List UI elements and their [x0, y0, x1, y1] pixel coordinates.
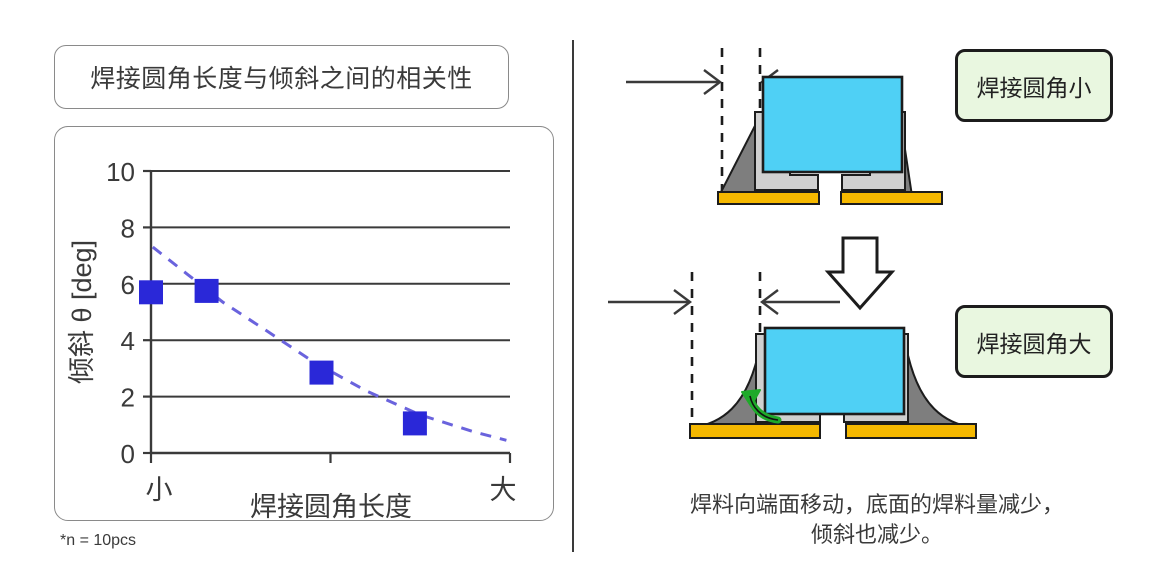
diagram-large-fillet [608, 272, 977, 439]
pad-right-bottom [845, 423, 977, 439]
component-body-bottom [763, 326, 906, 416]
x-tick-label-small: 小 [146, 475, 173, 505]
trendline [151, 245, 507, 442]
data-point-marker [194, 278, 219, 303]
chart-title-box: 焊接圆角长度与倾斜之间的相关性 [54, 45, 509, 109]
data-point-marker [139, 280, 163, 305]
chart-title: 焊接圆角长度与倾斜之间的相关性 [90, 65, 473, 93]
correlation-scatter-chart: 10 8 6 4 2 0 倾斜 θ [deg] 小 大 [67, 157, 517, 522]
pad-left-top [717, 191, 820, 205]
pad-right-top [840, 191, 943, 205]
chart-panel: 焊接圆角长度与倾斜之间的相关性 [22, 20, 554, 565]
solder-fillet-diagrams [608, 48, 977, 439]
diagram-caption: 焊料向端面移动，底面的焊料量减少， 倾斜也减少。 [612, 490, 1142, 549]
y-tick-label-0: 0 [121, 439, 135, 469]
y-tick-label-2: 2 [121, 383, 135, 413]
chart-plot-container: 10 8 6 4 2 0 倾斜 θ [deg] 小 大 [54, 126, 554, 522]
diagram-caption-line1: 焊料向端面移动，底面的焊料量减少， [689, 492, 1064, 517]
label-large-fillet-box: 焊接圆角大 [955, 305, 1113, 378]
label-large-fillet-text: 焊接圆角大 [976, 330, 1092, 357]
dimension-arrow-left-bottom [608, 289, 692, 315]
y-tick-label-8: 8 [121, 213, 135, 243]
dimension-arrow-right-bottom [760, 289, 840, 315]
x-tick-label-large: 大 [490, 475, 517, 505]
dimension-arrow-left-top [626, 69, 722, 95]
pad-left-bottom [689, 423, 821, 439]
y-axis-title: 倾斜 θ [deg] [67, 240, 97, 384]
diagram-small-fillet [626, 48, 943, 205]
x-axis-title: 焊接圆角长度 [250, 492, 412, 522]
data-point-marker [309, 360, 334, 385]
component-body-top [761, 75, 904, 174]
diagram-panel: 焊接圆角小 焊接圆角大 焊料向端面移动，底面的焊料量减少， 倾斜也减少。 [600, 20, 1153, 580]
y-tick-label-4: 4 [121, 326, 135, 356]
y-tick-labels: 10 8 6 4 2 0 [106, 157, 135, 469]
label-small-fillet-text: 焊接圆角小 [976, 74, 1092, 101]
transition-down-arrow [824, 236, 896, 311]
x-tick-marks [149, 453, 512, 463]
y-tick-label-10: 10 [106, 157, 135, 187]
label-small-fillet-box: 焊接圆角小 [955, 49, 1113, 122]
y-tick-label-6: 6 [121, 270, 135, 300]
diagram-caption-line2: 倾斜也减少。 [810, 521, 943, 547]
chart-footnote: *n = 10pcs [60, 532, 137, 549]
data-points [139, 278, 427, 436]
solder-movement-arrow [741, 389, 782, 424]
data-point-marker [402, 411, 427, 436]
panel-divider [572, 40, 574, 552]
